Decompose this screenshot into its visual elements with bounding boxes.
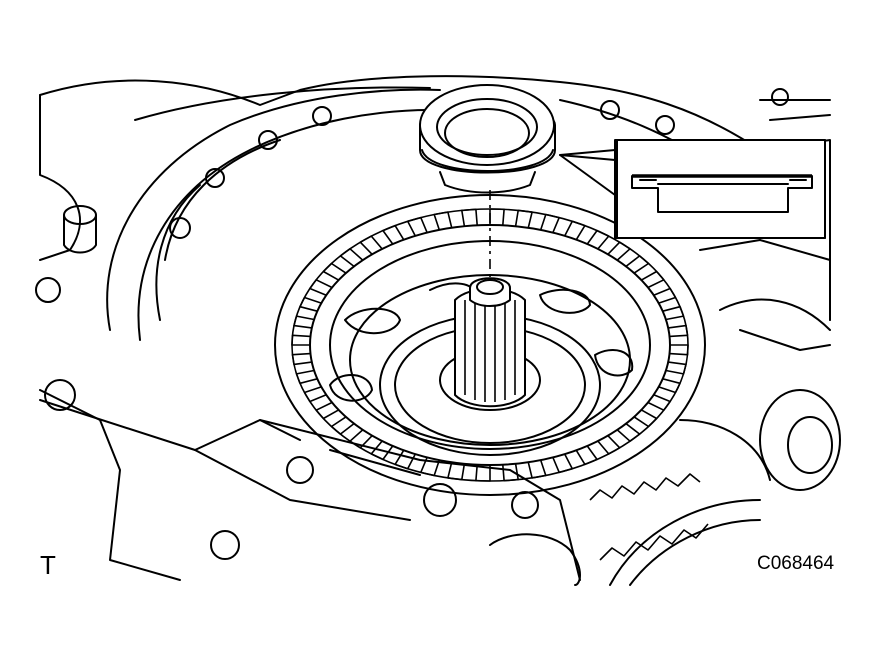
gear-tooth [575,445,598,466]
gear-tooth [625,255,650,274]
gear-tooth [647,394,671,412]
gear-tooth [616,422,641,443]
gear-tooth [309,278,333,296]
gear-tooth [330,416,355,435]
gear-tooth [433,211,453,231]
gear-tooth [607,241,631,261]
gear-tooth [475,464,491,482]
gear-tooth [653,287,677,304]
transmission-case [35,75,831,581]
right-side-components [589,239,841,586]
oil-seal-ring [419,84,556,194]
splined-shaft [454,277,526,408]
gear-tooth [514,209,533,228]
lower-case-section [39,399,581,586]
corner-mark-label: T [40,550,56,580]
gear-tooth [322,262,347,281]
gear-tooth [669,344,689,356]
gear-tooth [552,453,574,474]
gear-tooth [370,440,394,461]
gear-tooth [564,220,586,241]
gear-tooth [339,248,364,268]
gear-tooth [315,401,339,420]
gear-tooth [586,229,610,250]
gear-tooth [291,352,312,366]
gear-tooth [303,386,327,403]
gear-tooth [291,334,311,346]
seal-cross-section-callout [559,139,826,239]
gear-tooth [394,449,416,470]
gear-tooth [359,235,383,255]
gear-tooth [527,459,547,479]
gear-tooth [299,296,322,312]
gear-tooth [658,378,681,394]
gear-tooth [633,409,658,428]
gear-tooth [349,429,373,449]
gear-tooth [641,270,665,289]
gear-tooth [419,457,441,477]
gear-tooth [460,208,478,227]
gear-tooth [382,224,405,245]
gear-teeth [291,208,689,482]
reference-code-label: C068464 [757,553,835,574]
gear-tooth [447,462,466,481]
gear-tooth [662,305,685,321]
gear-tooth [597,435,621,455]
gear-tooth [668,324,689,338]
gear-tooth [502,463,520,482]
gear-tooth [539,213,561,233]
gear-tooth [293,315,315,329]
gear-tooth [665,361,687,375]
gear-tooth [406,216,428,237]
gear-tooth [295,369,318,385]
gear-tooth [489,208,505,226]
